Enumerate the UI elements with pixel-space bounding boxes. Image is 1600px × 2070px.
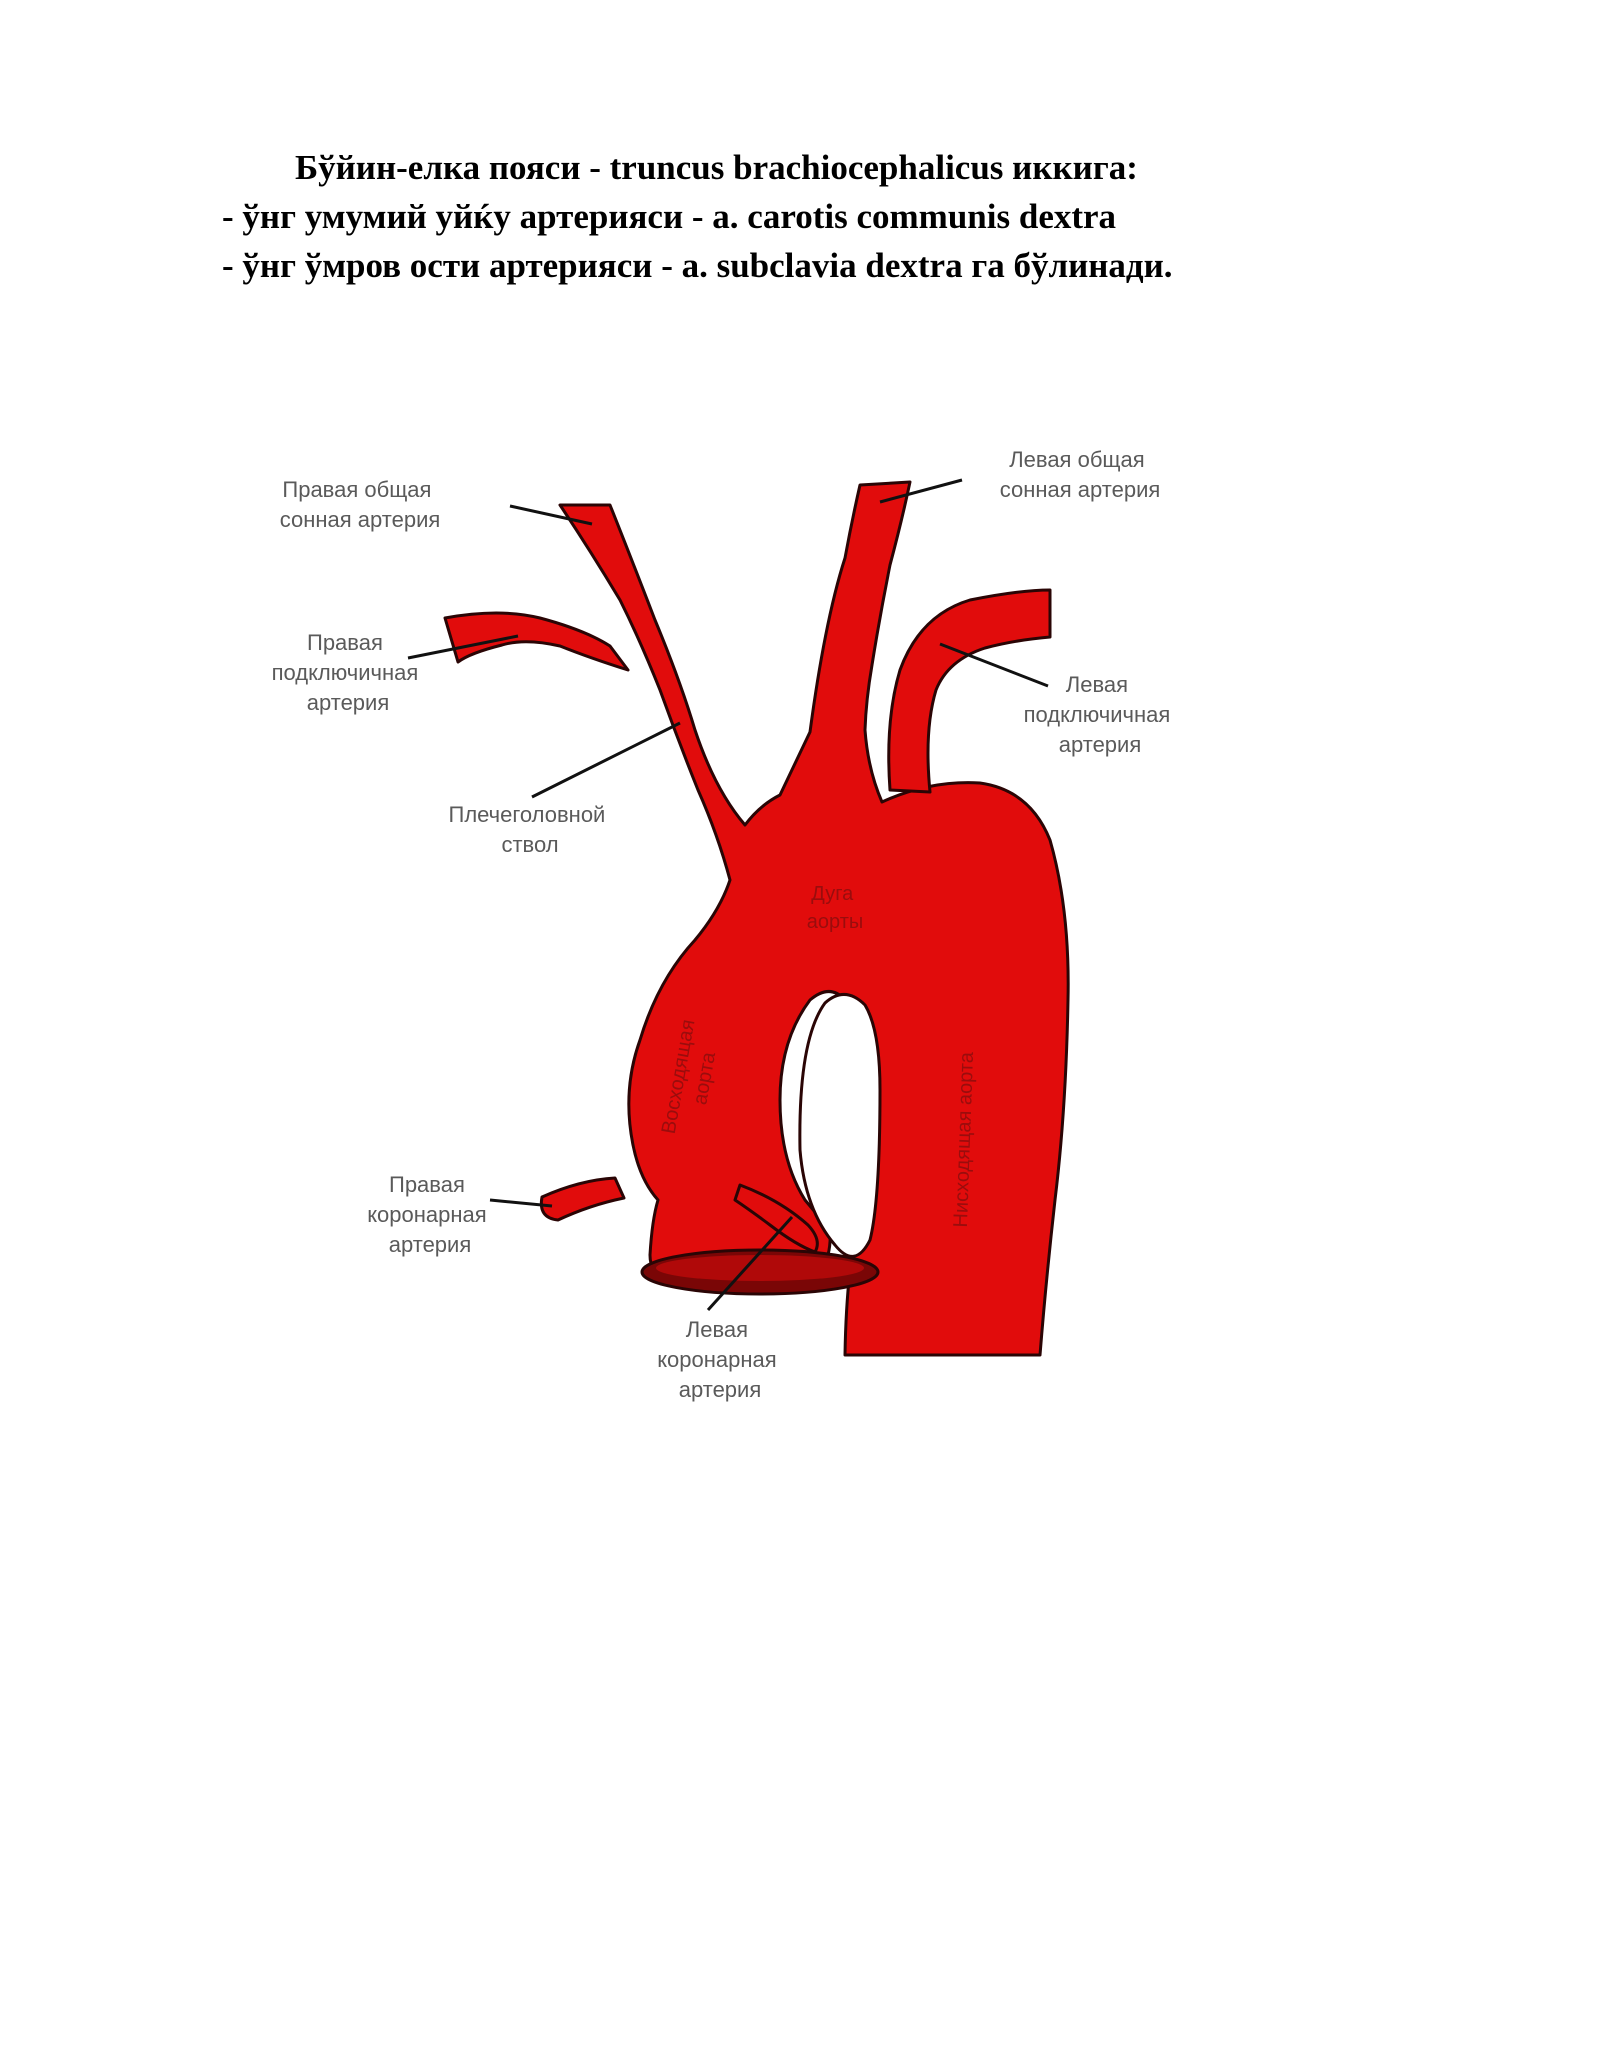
arch-inner-gap [798,993,882,1258]
list-item-carotid: - ўнг умумий уйќу артерияси - a. carotis… [222,197,1117,236]
label-right-common-carotid: Правая общая сонная артерия [280,477,441,532]
leader-right-coronary [489,1198,553,1208]
leader-left-subclavian [939,642,1049,688]
leader-right-subclavian [407,634,519,660]
leader-left-common-carotid [879,478,963,504]
label-left-subclavian: Левая подключичная артерия [1024,672,1177,757]
aortic-arch-diagram: Правая общая сонная артерия Левая общая … [240,440,1240,1420]
diagram-labels: Правая общая сонная артерия Левая общая … [272,447,1177,1402]
label-left-common-carotid: Левая общая сонная артерия [1000,447,1161,502]
right-coronary-artery-shape [539,1176,626,1222]
label-left-coronary: Левая коронарная артерия [657,1317,783,1402]
list-item-subclavian: - ўнг ўмров ости артерияси - a. subclavi… [222,246,1173,285]
leader-left-coronary [706,1215,794,1312]
label-right-coronary: Правая коронарная артерия [367,1172,493,1257]
left-subclavian-artery-shape [887,588,1052,794]
leader-right-common-carotid [509,504,593,526]
leader-lines [407,478,1049,1312]
label-aortic-arch: Дуга аорты [807,883,863,933]
right-subclavian-artery-shape [443,611,630,672]
heading-line: Бўйин-елка пояси - truncus brachiocephal… [295,148,1138,187]
leader-brachiocephalic-trunk [531,721,681,799]
label-right-subclavian: Правая подключичная артерия [272,630,425,715]
aortic-root-lumen [656,1255,864,1281]
vessels [443,480,1070,1357]
aortic-arch-illustration: Правая общая сонная артерия Левая общая … [272,447,1177,1402]
label-brachiocephalic-trunk: Плечеголовной ствол [449,802,612,857]
